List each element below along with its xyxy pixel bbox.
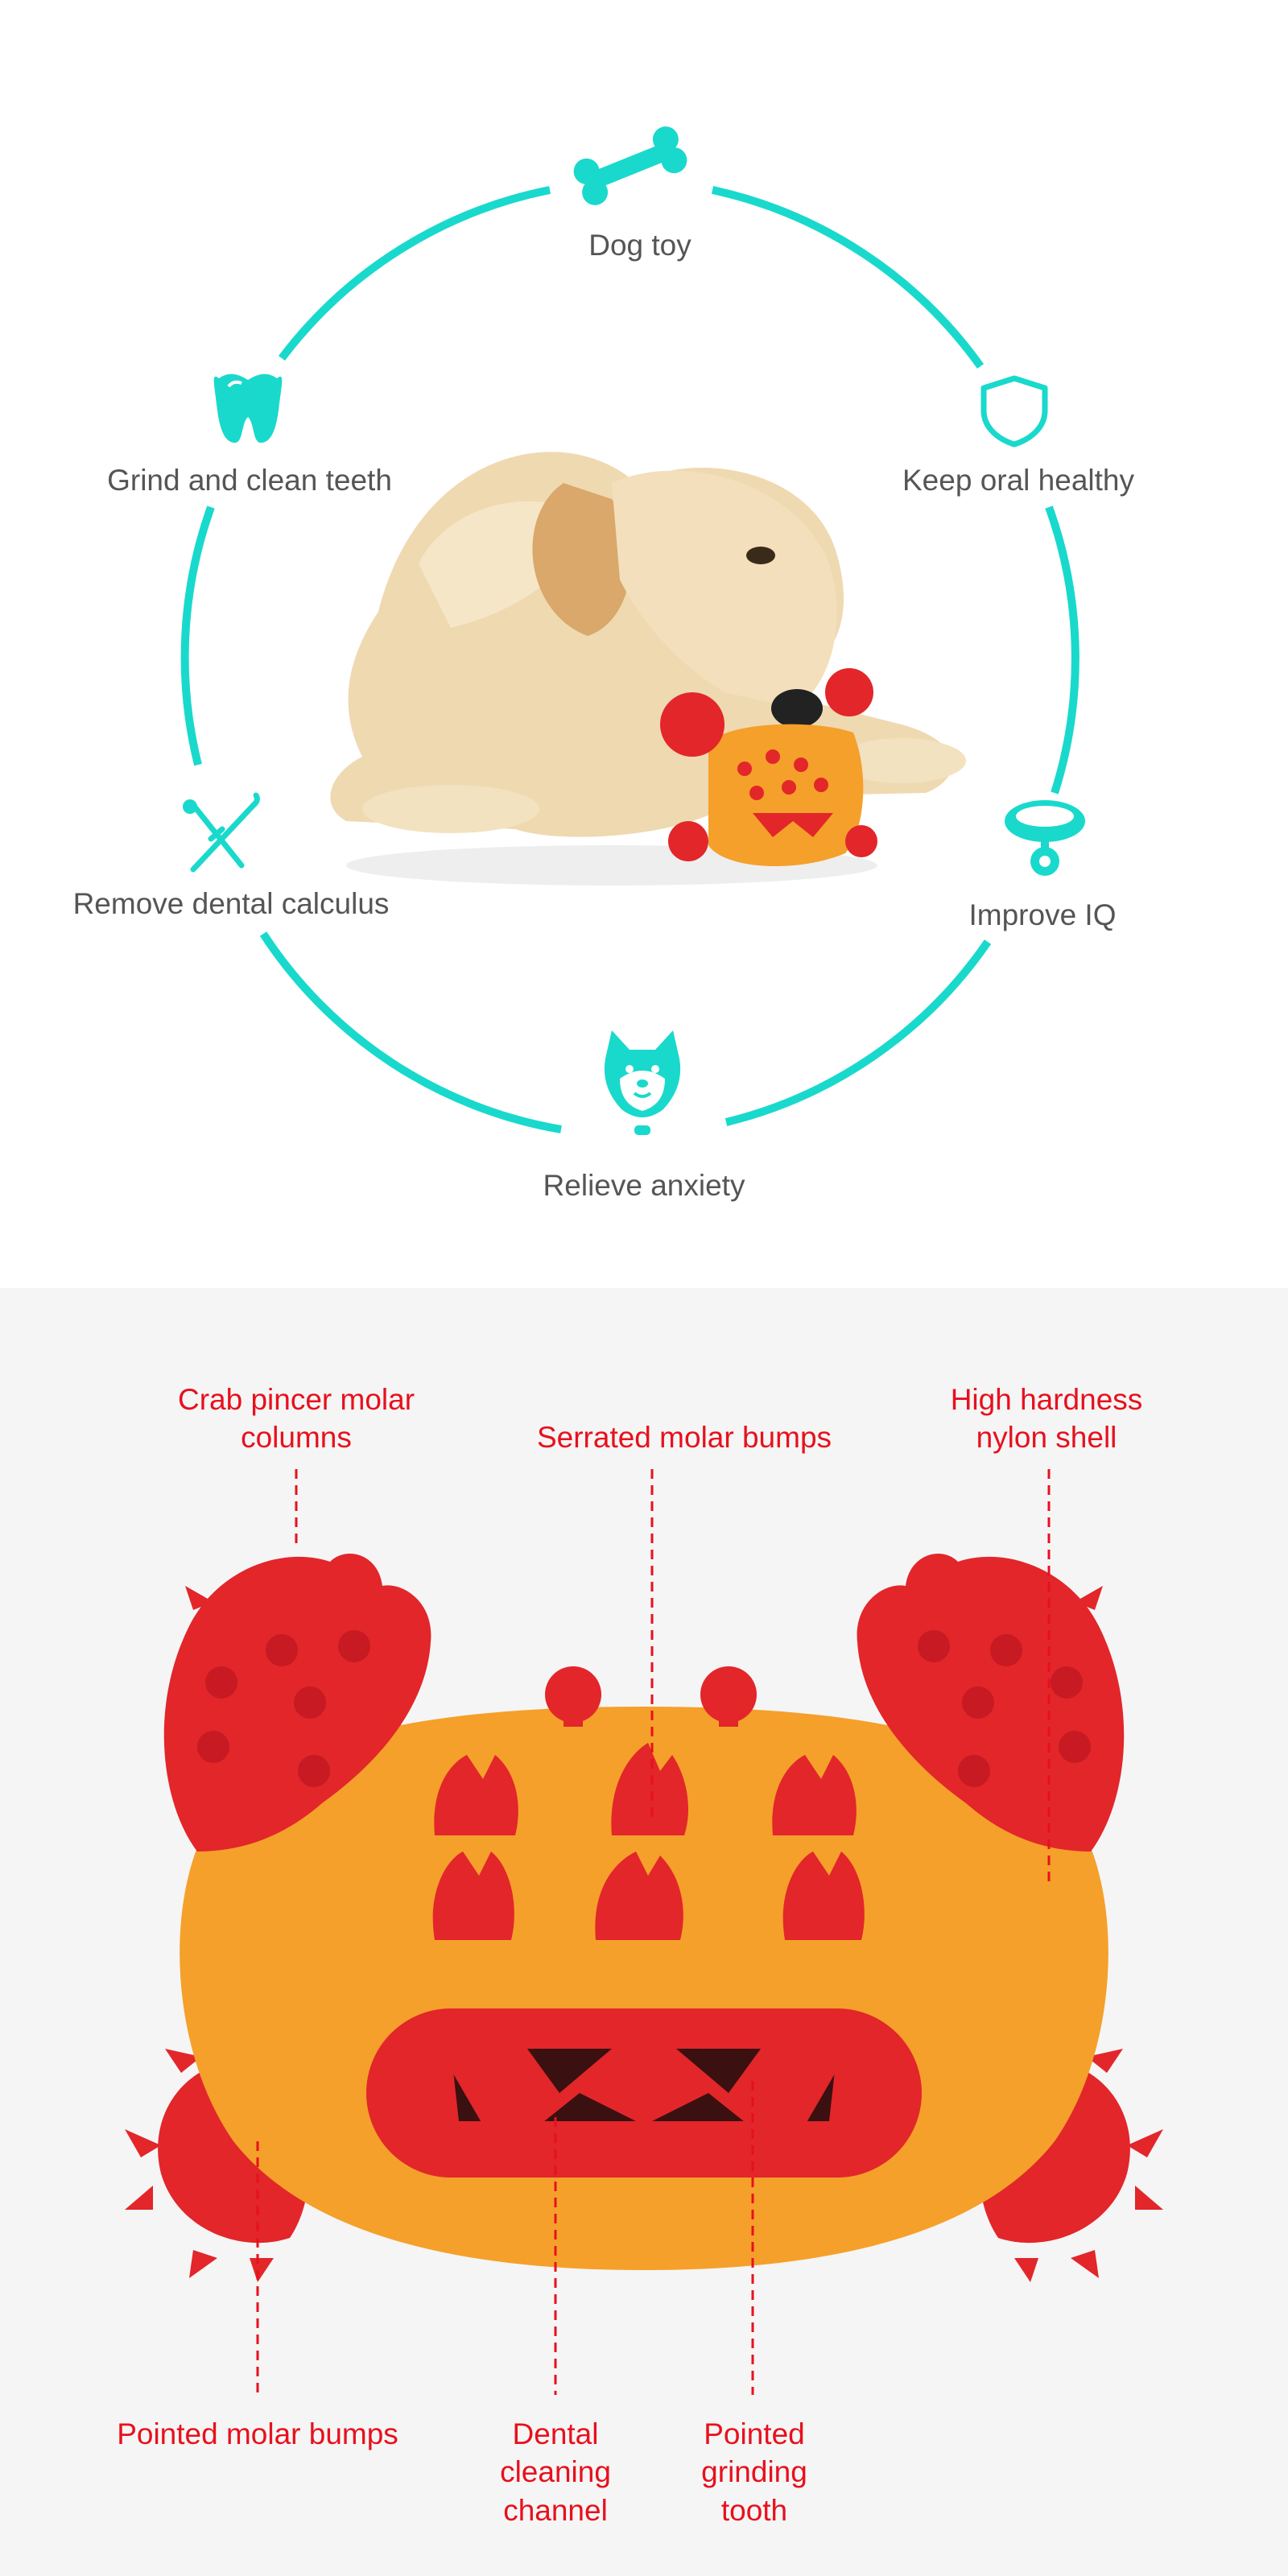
feature-keep-oral-healthy: Keep oral healthy bbox=[902, 464, 1134, 497]
feature-relieve-anxiety: Relieve anxiety bbox=[543, 1169, 745, 1202]
product-diagram-section: Crab pincer molar columns Serrated molar… bbox=[0, 1288, 1288, 2576]
callout-serrated-molar-bumps: Serrated molar bumps bbox=[536, 1421, 832, 1454]
callout-pointed-grinding-tooth: Pointed grinding tooth bbox=[701, 2417, 807, 2527]
feature-dog-toy: Dog toy bbox=[588, 229, 691, 262]
feature-grind-and-clean-teeth: Grind and clean teeth bbox=[107, 464, 392, 497]
crab-toy-illustration bbox=[125, 1469, 1163, 2395]
shiba-face-icon bbox=[604, 1030, 681, 1135]
tooth-icon bbox=[213, 374, 283, 443]
feature-wheel-section: Dog toy Keep oral healthy Improve IQ Rel… bbox=[72, 126, 1134, 1202]
callout-pointed-molar-bumps: Pointed molar bumps bbox=[117, 2417, 398, 2450]
feature-remove-dental-calculus: Remove dental calculus bbox=[72, 887, 390, 920]
dental-tools-icon bbox=[183, 792, 260, 873]
feature-improve-iq: Improve IQ bbox=[968, 898, 1117, 931]
shield-icon bbox=[980, 375, 1048, 448]
callout-crab-pincer-molar-columns: Crab pincer molar columns bbox=[177, 1383, 415, 1455]
bone-icon bbox=[573, 126, 687, 205]
crab-mouth bbox=[366, 2008, 922, 2178]
feature-wheel-graphic bbox=[180, 126, 1085, 1135]
dog-chewing-toy-photo bbox=[330, 452, 966, 886]
callout-dental-cleaning-channel: Dental cleaning channel bbox=[500, 2417, 611, 2527]
collar-icon bbox=[1005, 800, 1085, 876]
feature-ring bbox=[180, 186, 1080, 1133]
callout-leader-lines bbox=[256, 1469, 1051, 2395]
crab-claws bbox=[163, 1554, 1125, 1852]
top-bumps bbox=[545, 1666, 757, 1727]
serrated-molar-bumps bbox=[432, 1743, 865, 1940]
callout-high-hardness-nylon-shell: High hardness nylon shell bbox=[950, 1383, 1143, 1455]
